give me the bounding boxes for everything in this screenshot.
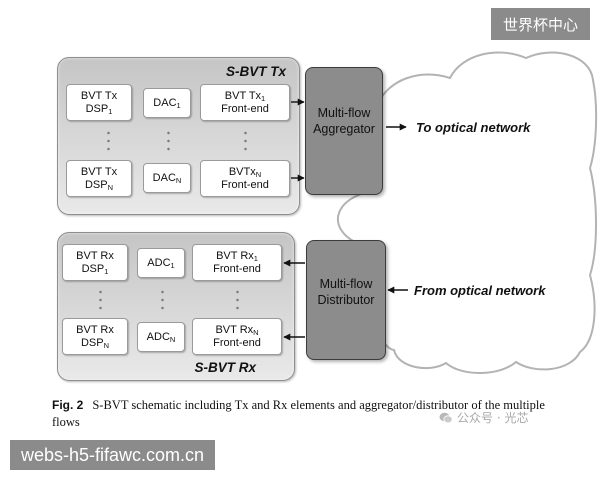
ellipsis-dots <box>236 288 239 310</box>
block-label-main: DSP <box>84 178 108 191</box>
block-label-line2: DSP1 <box>82 263 109 276</box>
to-optical-network-label: To optical network <box>416 120 531 135</box>
block-label-line2: Front-end <box>221 102 269 115</box>
block-label-main: DSP <box>85 102 109 115</box>
block-label-main: BVTx <box>228 165 256 178</box>
block-label-line2: DSPN <box>85 179 113 192</box>
ellipsis-dots <box>99 288 102 310</box>
block-label-line2: Front-end <box>221 178 269 191</box>
watermark-bottom-left: webs-h5-fifawc.com.cn <box>10 440 215 470</box>
block-label-line1: ADC1 <box>147 257 174 270</box>
multi-flow-distributor: Multi-flow Distributor <box>306 240 386 360</box>
tx-frontend-block-n: BVTxN Front-end <box>200 160 290 197</box>
block-subscript: 1 <box>253 253 258 263</box>
watermark-bottom-right-text: 公众号 · 光芯 <box>457 411 529 425</box>
block-label-main: DSP <box>81 262 105 275</box>
sbvt-rx-panel: BVT Rx DSP1 ADC1 BVT Rx1 Front-end BVT R… <box>57 232 295 381</box>
sbvt-tx-title: S-BVT Tx <box>225 64 286 79</box>
rx-frontend-block-n: BVT RxN Front-end <box>192 318 282 355</box>
rx-dsp-block-n: BVT Rx DSPN <box>62 318 128 355</box>
block-subscript: 1 <box>176 100 181 110</box>
block-label-main: BVT Rx <box>215 323 254 336</box>
ellipsis-dots <box>167 129 170 151</box>
block-label-line1: BVT Tx1 <box>225 90 265 103</box>
block-label-main: DSP <box>80 336 104 349</box>
block-label-line1: DACN <box>153 172 182 185</box>
ellipsis-dots <box>161 288 164 310</box>
block-subscript: N <box>253 327 259 337</box>
watermark-bottom-right: 公众号 · 光芯 <box>439 411 528 425</box>
block-label-line1: BVTxN <box>229 166 261 179</box>
tx-dac-block-n: DACN <box>143 163 191 193</box>
block-label-line1: DAC1 <box>153 97 180 110</box>
watermark-top-right: 世界杯中心 <box>491 8 590 40</box>
block-label-main: DAC <box>153 96 177 109</box>
block-label-main: ADC <box>147 256 171 269</box>
rx-dsp-block-1: BVT Rx DSP1 <box>62 244 128 281</box>
tx-dsp-block-1: BVT Tx DSP1 <box>66 84 132 121</box>
wechat-icon <box>439 412 453 424</box>
block-label-main: BVT Tx <box>224 89 262 102</box>
rx-adc-block-n: ADCN <box>137 322 185 352</box>
block-label-line2: Front-end <box>213 262 261 275</box>
block-label-main: DAC <box>152 171 176 184</box>
ellipsis-dots <box>107 129 110 151</box>
block-label-line2: DSPN <box>81 337 109 350</box>
tx-dac-block-1: DAC1 <box>143 88 191 118</box>
block-label-line2: Front-end <box>213 336 261 349</box>
block-label-main: ADC <box>146 330 170 343</box>
block-subscript: 1 <box>170 260 175 270</box>
from-optical-network-label: From optical network <box>414 283 546 298</box>
multi-flow-aggregator: Multi-flow Aggregator <box>305 67 383 195</box>
sbvt-rx-title: S-BVT Rx <box>194 360 256 375</box>
block-subscript: N <box>255 169 262 179</box>
block-label-line1: BVT Tx <box>80 89 118 102</box>
block-label-line1: BVT Rx <box>76 249 114 262</box>
block-subscript: N <box>107 182 114 192</box>
block-subscript: N <box>175 175 182 185</box>
tx-dsp-block-n: BVT Tx DSPN <box>66 160 132 197</box>
figure-number: Fig. 2 <box>52 398 84 412</box>
distributor-label-line2: Distributor <box>317 293 375 307</box>
block-subscript: 1 <box>104 266 109 276</box>
ellipsis-dots <box>244 129 247 151</box>
caption-text: S-BVT schematic including Tx and Rx elem… <box>52 398 545 429</box>
block-label-line1: ADCN <box>147 331 176 344</box>
block-label-line1: BVT Rx1 <box>216 250 258 263</box>
block-label-line2: DSP1 <box>86 103 113 116</box>
block-subscript: N <box>103 340 110 350</box>
aggregator-label-line1: Multi-flow <box>317 106 371 120</box>
block-label-line1: BVT RxN <box>215 324 258 337</box>
block-label-main: BVT Rx <box>216 249 254 262</box>
block-label-line1: BVT Rx <box>76 323 114 336</box>
block-subscript: N <box>169 334 176 344</box>
block-subscript: 1 <box>261 93 266 103</box>
sbvt-tx-panel: S-BVT Tx BVT Tx DSP1 DAC1 BVT Tx1 Front-… <box>57 57 300 215</box>
block-label-line1: BVT Tx <box>80 165 118 178</box>
aggregator-label-line2: Aggregator <box>313 122 375 136</box>
block-subscript: 1 <box>108 106 113 116</box>
rx-adc-block-1: ADC1 <box>137 248 185 278</box>
rx-frontend-block-1: BVT Rx1 Front-end <box>192 244 282 281</box>
distributor-label-line1: Multi-flow <box>319 277 373 291</box>
tx-frontend-block-1: BVT Tx1 Front-end <box>200 84 290 121</box>
